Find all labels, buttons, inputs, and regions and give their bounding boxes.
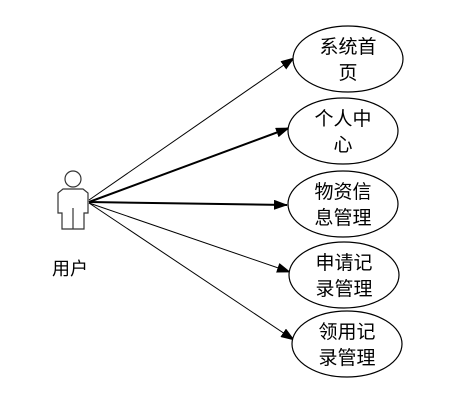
use-case-ellipse: [291, 310, 403, 378]
use-case-label: 心: [333, 134, 352, 156]
use-case-label: 系统首: [319, 36, 376, 58]
use-case-2: 个人中 心: [287, 97, 399, 165]
use-case-label: 物资信: [314, 181, 371, 203]
association-arrow-1: [88, 57, 295, 201]
associations: [88, 57, 295, 341]
use-case-ellipse: [288, 241, 400, 309]
use-case-label: 领用记: [318, 321, 375, 343]
actor-label: 用户: [52, 259, 88, 280]
use-case-3: 物资信 息管理: [287, 170, 399, 238]
association-arrow-3: [88, 199, 288, 210]
use-case-5: 领用记 录管理: [291, 310, 403, 378]
use-case-4: 申请记 录管理: [288, 241, 400, 309]
use-case-ellipse: [287, 170, 399, 238]
use-case-label: 息管理: [314, 207, 371, 229]
association-arrow-2: [88, 127, 290, 203]
use-case-ellipse: [292, 25, 404, 93]
use-case-label: 页: [338, 62, 357, 84]
use-case-ellipse: [287, 97, 399, 165]
actor-figure: [57, 170, 89, 230]
use-case-1: 系统首 页: [292, 25, 404, 93]
use-case-label: 个人中: [314, 108, 371, 130]
use-case-label: 录管理: [318, 347, 375, 369]
association-arrow-5: [88, 202, 295, 341]
use-case-label: 申请记: [315, 252, 372, 274]
association-arrow-4: [88, 202, 291, 273]
use-case-label: 录管理: [315, 278, 372, 300]
